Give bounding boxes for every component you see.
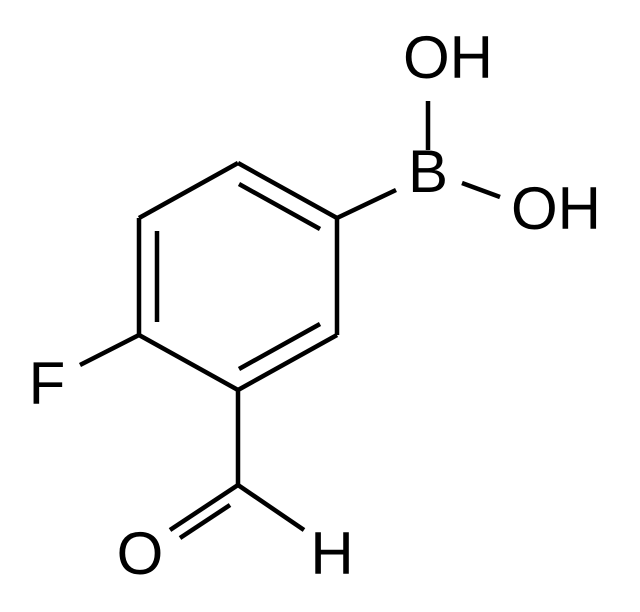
ring-bond-c1-c2 [236,161,339,220]
hydroxyl-top-label: OH [403,24,493,91]
bond-boron-oh-right [461,180,501,200]
hydroxyl-right-label: OH [511,175,601,242]
ring-bond-c4-c5 [137,333,240,392]
bond-carbonyl-outer [168,483,240,532]
bond-aldehyde-hydrogen [236,483,306,532]
bond-carbonyl-inner [178,503,232,540]
ring-inner-bond-c3-c4 [237,322,322,371]
bond-ring-boron [336,187,397,221]
fluorine-label: F [29,350,66,417]
bonds [78,101,501,540]
ring-bond-c6-c1 [137,161,240,220]
carbonyl-oxygen-label: O [117,520,164,587]
aldehyde-hydrogen-label: H [310,520,353,587]
ring-inner-bond-c1-c2 [237,182,322,231]
atom-labels: OH B OH F O H [29,24,601,587]
bond-ring-fluorine [78,332,141,368]
ring-bond-c3-c4 [236,333,339,392]
boron-label: B [408,138,448,205]
